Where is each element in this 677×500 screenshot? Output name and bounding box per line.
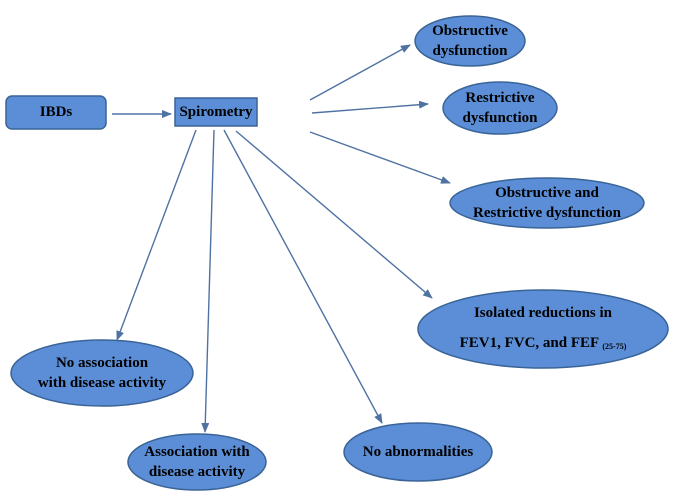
no-association-label: No association with disease activity <box>12 353 192 393</box>
obstructive-ellipse <box>414 15 526 67</box>
association-label: Association with disease activity <box>128 442 266 482</box>
isolated-reductions-line2: FEV1, FVC, and FEF (25-75) <box>420 328 666 362</box>
arrow-to-no-association <box>116 129 197 341</box>
no-association-ellipse <box>10 339 194 407</box>
isolated-reductions-ellipse <box>417 289 669 369</box>
arrow-to-no-abnormalities <box>223 129 383 424</box>
no-abnormalities-label: No abnormalities <box>344 442 492 462</box>
ibds-label: IBDs <box>6 102 106 122</box>
association-line2: disease activity <box>148 464 246 480</box>
arrow-to-obstructive <box>309 44 411 101</box>
no-abnormalities-ellipse <box>343 422 493 482</box>
isolated-reductions-line2-main: FEV1, FVC, and FEF <box>459 335 599 351</box>
isolated-reductions-label: Isolated reductions in FEV1, FVC, and FE… <box>420 298 666 362</box>
arrow-to-restrictive <box>311 100 429 114</box>
ibds-text: IBDs <box>39 104 73 120</box>
spirometry-text: Spirometry <box>179 104 253 120</box>
no-association-line2: with disease activity <box>37 375 167 391</box>
obstructive-restrictive-line2: Restrictive dysfunction <box>473 205 621 221</box>
obstructive-line2: dysfunction <box>432 43 508 59</box>
arrow-to-association <box>201 129 215 433</box>
spirometry-box <box>174 97 258 127</box>
obstructive-line1: Obstructive <box>432 23 508 39</box>
obstructive-label: Obstructive dysfunction <box>405 21 535 61</box>
arrow-to-isolated-reductions <box>235 130 433 299</box>
no-association-line1: No association <box>55 355 149 371</box>
restrictive-ellipse <box>442 81 558 135</box>
no-abnormalities-text: No abnormalities <box>362 444 474 460</box>
obstructive-restrictive-ellipse <box>449 177 645 229</box>
association-ellipse <box>127 433 267 491</box>
fef-subscript: (25-75) <box>602 342 627 351</box>
obstructive-restrictive-label: Obstructive and Restrictive dysfunction <box>452 183 642 223</box>
ibds-box <box>5 95 107 130</box>
arrow-to-obstructive-restrictive <box>309 131 451 184</box>
isolated-reductions-line1: Isolated reductions in <box>473 305 613 321</box>
restrictive-label: Restrictive dysfunction <box>433 88 567 128</box>
obstructive-restrictive-line1: Obstructive and <box>495 185 599 201</box>
restrictive-line2: dysfunction <box>462 110 538 126</box>
restrictive-line1: Restrictive <box>465 90 535 106</box>
spirometry-label: Spirometry <box>171 102 261 122</box>
association-line1: Association with <box>144 444 250 460</box>
